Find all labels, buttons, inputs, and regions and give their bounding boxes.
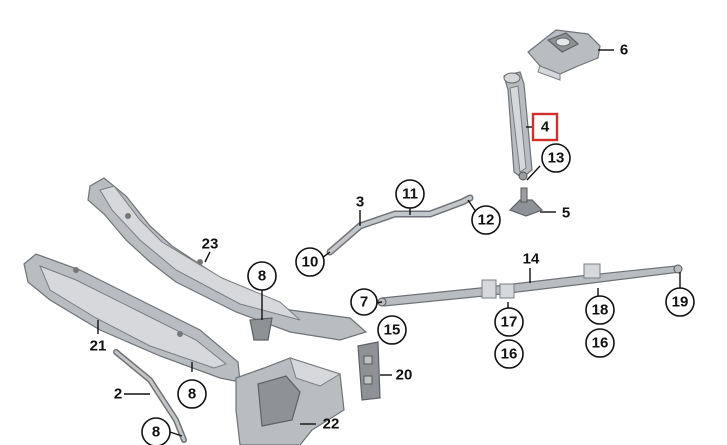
callout-14[interactable]: 14 — [523, 251, 540, 268]
callout-3[interactable]: 3 — [356, 194, 364, 211]
callout-15[interactable]: 15 — [377, 315, 407, 345]
callout-22[interactable]: 22 — [323, 416, 340, 433]
part-5-mount — [508, 187, 544, 217]
callout-20[interactable]: 20 — [396, 367, 413, 384]
callout-11[interactable]: 11 — [395, 179, 425, 209]
part-3-tube — [326, 194, 474, 256]
svg-text:2: 2 — [114, 386, 122, 403]
svg-text:17: 17 — [501, 314, 518, 331]
svg-text:8: 8 — [152, 424, 160, 441]
callout-4-highlighted[interactable]: 4 — [531, 112, 559, 142]
svg-text:7: 7 — [360, 294, 368, 311]
svg-text:13: 13 — [548, 150, 565, 167]
callout-17[interactable]: 17 — [494, 307, 524, 337]
svg-text:14: 14 — [523, 251, 540, 268]
svg-text:16: 16 — [501, 346, 518, 363]
callout-10[interactable]: 10 — [295, 247, 325, 277]
callout-12[interactable]: 12 — [471, 205, 501, 235]
svg-text:20: 20 — [396, 367, 413, 384]
callout-13[interactable]: 13 — [541, 143, 571, 173]
svg-text:3: 3 — [356, 194, 364, 211]
svg-text:8: 8 — [258, 268, 266, 285]
callout-19[interactable]: 19 — [665, 287, 695, 317]
svg-text:22: 22 — [323, 416, 340, 433]
svg-text:12: 12 — [478, 212, 495, 229]
callout-5[interactable]: 5 — [562, 205, 570, 222]
part-23-beam — [87, 177, 368, 341]
callout-16-left[interactable]: 16 — [494, 339, 524, 369]
callout-8-top[interactable]: 8 — [247, 261, 277, 291]
svg-text:16: 16 — [592, 335, 609, 352]
part-2-rod — [113, 349, 187, 443]
part-22-bracket — [235, 357, 345, 445]
callout-16-right[interactable]: 16 — [585, 328, 615, 358]
callout-21[interactable]: 21 — [90, 338, 107, 355]
svg-text:21: 21 — [90, 338, 107, 355]
svg-text:8: 8 — [188, 386, 196, 403]
svg-text:15: 15 — [384, 322, 401, 339]
part-6-bracket — [527, 29, 601, 81]
svg-text:10: 10 — [302, 254, 319, 271]
svg-text:19: 19 — [672, 294, 689, 311]
svg-text:18: 18 — [592, 302, 609, 319]
callout-8-bottom[interactable]: 8 — [141, 417, 171, 445]
part-4-strut — [503, 71, 533, 181]
svg-text:6: 6 — [620, 42, 628, 59]
svg-text:23: 23 — [202, 236, 219, 253]
svg-text:11: 11 — [402, 186, 418, 203]
callout-18[interactable]: 18 — [585, 295, 615, 325]
callout-6[interactable]: 6 — [620, 42, 628, 59]
callout-2[interactable]: 2 — [114, 386, 122, 403]
svg-text:5: 5 — [562, 205, 570, 222]
part-20-plate — [357, 341, 381, 401]
callout-23[interactable]: 23 — [202, 236, 219, 253]
callout-8-middle[interactable]: 8 — [177, 379, 207, 409]
svg-text:4: 4 — [541, 119, 550, 136]
callout-7[interactable]: 7 — [350, 288, 378, 316]
